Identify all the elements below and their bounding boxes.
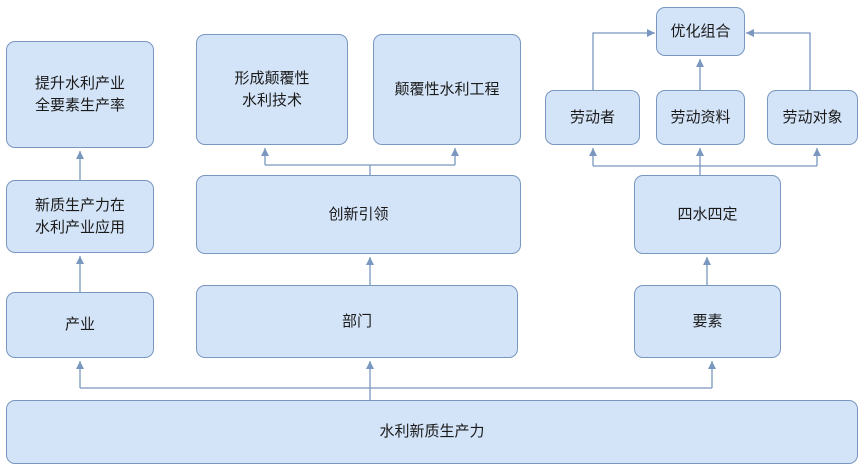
node-innovation-label: 创新引领 bbox=[328, 204, 389, 223]
node-root: 水利新质生产力 bbox=[6, 400, 858, 464]
node-element-label: 要素 bbox=[692, 311, 723, 330]
node-innovation: 创新引领 bbox=[196, 175, 521, 254]
node-optimize-label: 优化组合 bbox=[670, 21, 731, 40]
node-labor-object: 劳动对象 bbox=[767, 90, 858, 145]
arrow-laborer-to-optimize bbox=[592, 29, 655, 90]
node-element: 要素 bbox=[634, 285, 781, 358]
node-department: 部门 bbox=[196, 285, 518, 358]
node-laborer-label: 劳动者 bbox=[569, 107, 615, 126]
node-four-water-label: 四水四定 bbox=[677, 204, 738, 223]
node-four-water: 四水四定 bbox=[634, 175, 781, 254]
node-disruptive-technology-label: 形成颠覆性 水利技术 bbox=[234, 68, 310, 109]
node-department-label: 部门 bbox=[341, 311, 372, 330]
arrow-object-to-optimize bbox=[746, 29, 811, 90]
node-labor-material: 劳动资料 bbox=[656, 90, 745, 145]
node-disruptive-technology: 形成颠覆性 水利技术 bbox=[196, 34, 348, 145]
node-industry-label: 产业 bbox=[64, 315, 95, 334]
node-labor-object-label: 劳动对象 bbox=[782, 107, 843, 126]
node-industry-application: 新质生产力在 水利产业应用 bbox=[6, 180, 154, 253]
node-disruptive-project-label: 颠覆性水利工程 bbox=[394, 79, 500, 98]
node-root-label: 水利新质生产力 bbox=[379, 422, 485, 441]
node-optimize: 优化组合 bbox=[656, 7, 745, 56]
node-labor-material-label: 劳动资料 bbox=[670, 107, 731, 126]
node-industry: 产业 bbox=[6, 292, 154, 358]
node-improve-productivity: 提升水利产业 全要素生产率 bbox=[6, 41, 154, 148]
node-disruptive-project: 颠覆性水利工程 bbox=[373, 34, 521, 145]
node-laborer: 劳动者 bbox=[545, 90, 640, 145]
node-improve-productivity-label: 提升水利产业 全要素生产率 bbox=[34, 73, 125, 114]
node-industry-application-label: 新质生产力在 水利产业应用 bbox=[34, 195, 125, 236]
